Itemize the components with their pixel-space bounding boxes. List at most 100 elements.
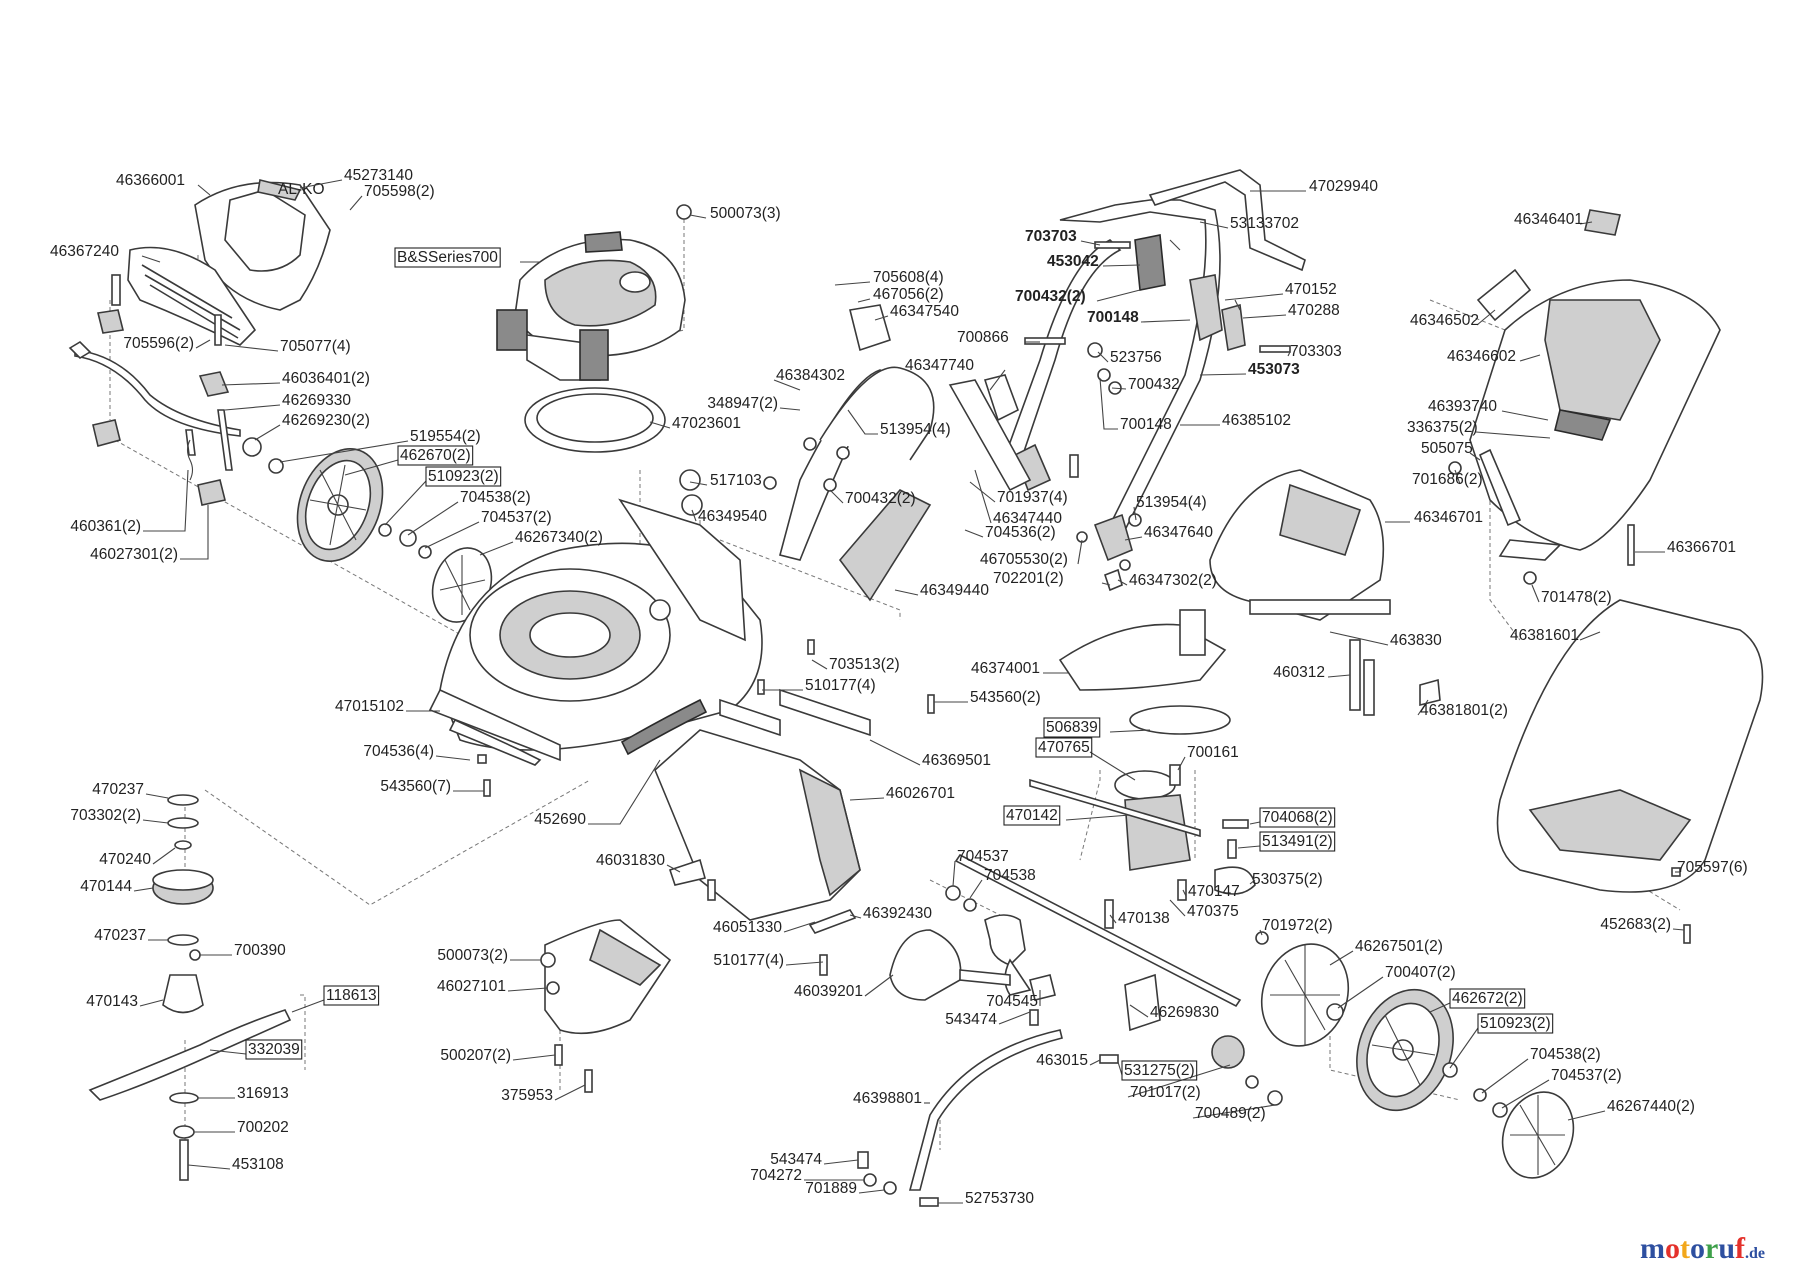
part-label-46349540: 46349540 [698,508,767,525]
height-lever-rod [959,969,1011,986]
left-rear-wheel [296,448,493,623]
part-label-700202: 700202 [237,1119,289,1136]
part-label-47023601: 47023601 [672,415,741,432]
part-label-46374001: 46374001 [971,660,1040,677]
part-label-7033022: 703302(2) [70,807,141,824]
part-label-5139544: 513954(4) [880,421,951,438]
part-label-47015102: 47015102 [335,698,404,715]
part-label-700148: 700148 [1120,416,1172,433]
part-label-7022012: 702201(2) [993,570,1064,587]
part-label-5000733: 500073(3) [710,205,781,222]
left-small-parts [68,274,284,506]
part-label-470147: 470147 [1188,883,1240,900]
part-label-470237: 470237 [94,927,146,944]
side-flap [540,919,672,1093]
part-label-46381601: 46381601 [1510,627,1579,644]
part-label-375953: 375953 [501,1087,553,1104]
clip-543474 [857,1151,869,1169]
part-label-46346401: 46346401 [1514,211,1583,228]
part-label-46398801: 46398801 [853,1090,922,1107]
part-label-46027101: 46027101 [437,978,506,995]
part-label-52753730: 52753730 [965,1190,1034,1207]
part-label-5109232: 510923(2) [428,468,499,485]
deflector-block [1179,609,1206,656]
logo-letter: o [1690,1232,1705,1265]
part-label-46347740: 46347740 [905,357,974,374]
part-label-5312752: 531275(2) [1124,1062,1195,1079]
part-label-704538: 704538 [984,867,1036,884]
part-label-4603612: 460361(2) [70,518,141,535]
part-label-704537: 704537 [957,848,1009,865]
logo-suffix: .de [1745,1245,1765,1262]
part-label-7010172: 701017(2) [1130,1084,1201,1101]
label-box [1003,805,1061,826]
part-label-463818012: 46381801(2) [1420,702,1508,719]
part-label-46393740: 46393740 [1428,398,1497,415]
part-label-4626702: 462670(2) [400,447,471,464]
part-label-462675012: 46267501(2) [1355,938,1443,955]
part-label-5101774: 510177(4) [805,677,876,694]
part-label-704272: 704272 [750,1167,802,1184]
part-label-7004322: 700432(2) [845,490,916,507]
part-label-46346502: 46346502 [1410,312,1479,329]
part-label-118613: 118613 [326,987,377,1004]
label-box [1043,717,1101,738]
height-lever-knob [889,929,962,1001]
part-label-7055976: 705597(6) [1677,859,1748,876]
part-label-7056084: 705608(4) [873,269,944,286]
label-box [394,247,501,268]
part-label-316913: 316913 [237,1085,289,1102]
engine-cover-46366001: AL-KO [127,179,331,346]
mower-deck-47015102 [428,469,763,766]
part-label-5139544: 513954(4) [1136,494,1207,511]
label-box [1259,807,1336,828]
part-label-700432: 700432 [1128,376,1180,393]
part-label-7045362: 704536(2) [985,524,1056,541]
part-label-703303: 703303 [1290,343,1342,360]
part-label-7004892: 700489(2) [1195,1105,1266,1122]
part-label-543474: 543474 [770,1151,822,1168]
part-label-7050774: 705077(4) [280,338,351,355]
grass-bag [1496,599,1764,944]
part-label-700148: 700148 [1087,309,1139,326]
part-label-470138: 470138 [1118,910,1170,927]
label-box [425,466,502,487]
motoruf-logo: motoruf.de [1640,1232,1765,1265]
part-label-7055962: 705596(2) [123,335,194,352]
label-box [1477,1013,1554,1034]
part-label-463015: 463015 [1036,1052,1088,1069]
right-front-wheel [1255,931,1575,1179]
part-label-470765: 470765 [1038,739,1090,756]
part-label-462674402: 46267440(2) [1607,1098,1695,1115]
part-label-452690: 452690 [534,811,586,828]
part-label-460273012: 46027301(2) [90,546,178,563]
part-label-46366001: 46366001 [116,172,185,189]
part-label-46367240: 46367240 [50,243,119,260]
part-label-701889: 701889 [805,1180,857,1197]
label-box [1259,831,1336,852]
part-label-5303752: 530375(2) [1252,871,1323,888]
part-label-5435607: 543560(7) [380,778,451,795]
label-box [1035,737,1093,758]
part-label-46347640: 46347640 [1144,524,1213,541]
part-label-470143: 470143 [86,993,138,1010]
drive-belt [1129,705,1231,735]
part-label-46366701: 46366701 [1667,539,1736,556]
part-label-332039: 332039 [248,1041,300,1058]
part-label-7014782: 701478(2) [1541,589,1612,606]
part-label-46369501: 46369501 [922,752,991,769]
handle-controls [1024,234,1291,395]
part-label-7019722: 701972(2) [1262,917,1333,934]
label-box [397,445,474,466]
gearbox-470142 [1029,764,1256,929]
screw-52753730 [919,1197,939,1207]
part-label-505075: 505075 [1421,440,1473,457]
grass-catcher-rear [1209,469,1441,716]
bracket-46031830 [668,858,706,886]
svg-text:AL-KO: AL-KO [278,181,325,198]
part-label-7016862: 701686(2) [1412,471,1483,488]
part-label-523756: 523756 [1110,349,1162,366]
part-label-46051330: 46051330 [713,919,782,936]
part-label-543474: 543474 [945,1011,997,1028]
